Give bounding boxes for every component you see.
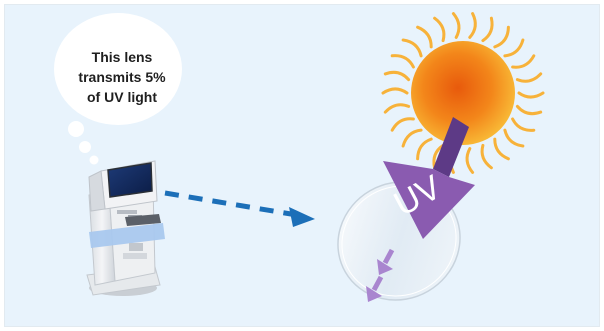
- sun-ray: [519, 93, 543, 97]
- diagram-panel: UV This lens transmits 5% of UV light: [4, 4, 600, 327]
- bubble-line: of UV light: [63, 87, 181, 107]
- sun-ray: [453, 14, 459, 38]
- sun-ray: [418, 139, 432, 159]
- sun-ray: [513, 119, 534, 130]
- bubble-line: This lens: [63, 47, 181, 67]
- sun-ray: [385, 72, 408, 79]
- sun-ray: [418, 27, 432, 47]
- sun-ray: [392, 119, 413, 130]
- sun-ray: [482, 145, 491, 167]
- sun-ray: [403, 40, 421, 56]
- sun-icon: [383, 14, 543, 173]
- sun-ray: [517, 74, 540, 81]
- bubble-dot: [90, 156, 99, 165]
- sun-ray: [403, 130, 421, 146]
- sun-ray: [392, 56, 413, 67]
- sun-ray: [513, 56, 534, 67]
- sun-ray: [505, 130, 523, 146]
- bubble-line: transmits 5%: [63, 67, 181, 87]
- sun-ray: [483, 18, 492, 40]
- sun-ray: [505, 40, 523, 56]
- bubble-dot: [79, 141, 91, 153]
- sun-ray: [495, 27, 509, 47]
- sun-ray: [383, 89, 407, 93]
- sun-ray: [435, 18, 444, 40]
- sun-ray: [467, 149, 473, 173]
- bubble-text: This lens transmits 5% of UV light: [63, 47, 181, 107]
- sun-ray: [385, 105, 408, 112]
- sun-ray: [495, 139, 509, 159]
- bubble-dot: [68, 121, 84, 137]
- sun-ray: [470, 14, 476, 38]
- sun-ray: [517, 106, 540, 113]
- dashed-arrow: [165, 193, 315, 227]
- lensmeter-icon: [87, 161, 165, 296]
